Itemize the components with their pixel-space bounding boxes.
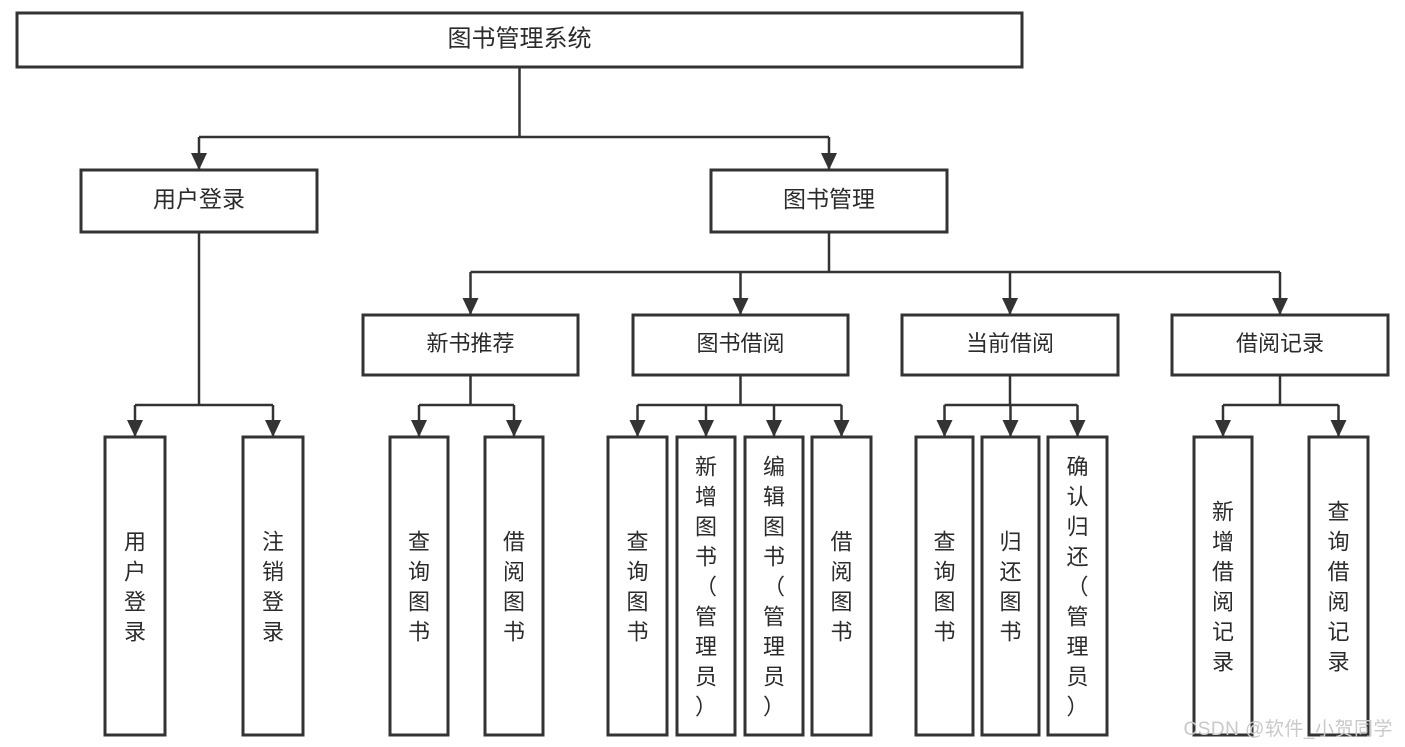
node-borrow-record[interactable]: 借阅记录	[1170, 313, 1390, 377]
node-leaf-add-book[interactable]: 新增图书（管理员）	[675, 435, 737, 737]
node-box	[900, 313, 1120, 377]
node-label: 用户登录	[124, 529, 146, 644]
node-label: 图书管理	[783, 186, 875, 212]
node-leaf-user-login[interactable]: 用户登录	[103, 435, 167, 737]
node-box	[1046, 435, 1109, 737]
node-label: 用户登录	[153, 186, 245, 212]
node-box	[483, 435, 545, 737]
node-box	[743, 435, 805, 737]
node-label: 查询图书	[626, 529, 648, 644]
node-box	[15, 11, 1024, 69]
node-box	[709, 168, 949, 234]
node-label: 图书管理系统	[448, 25, 592, 52]
node-label: 编辑图书（管理员）	[763, 454, 785, 719]
node-label: 查询借阅记录	[1327, 499, 1349, 674]
node-leaf-query-book-1[interactable]: 查询图书	[388, 435, 450, 737]
node-label: 图书借阅	[696, 331, 784, 356]
node-box	[241, 435, 305, 737]
node-book-manage[interactable]: 图书管理	[709, 168, 949, 234]
node-leaf-borrow-book-2[interactable]: 借阅图书	[810, 435, 873, 737]
node-label: 查询图书	[933, 529, 955, 644]
node-label: 注销登录	[262, 529, 284, 644]
node-box	[675, 435, 737, 737]
node-leaf-return-book[interactable]: 归还图书	[980, 435, 1041, 737]
node-leaf-edit-book[interactable]: 编辑图书（管理员）	[743, 435, 805, 737]
connector-layer	[127, 67, 1347, 437]
node-label: 借阅记录	[1236, 331, 1324, 356]
node-leaf-user-logout[interactable]: 注销登录	[241, 435, 305, 737]
node-box	[388, 435, 450, 737]
node-leaf-add-record[interactable]: 新增借阅记录	[1192, 435, 1254, 737]
node-box	[810, 435, 873, 737]
node-box	[980, 435, 1041, 737]
node-label: 借阅图书	[503, 529, 525, 644]
node-box	[914, 435, 975, 737]
node-box	[79, 168, 319, 234]
node-label: 借阅图书	[830, 529, 852, 644]
node-box	[1192, 435, 1254, 737]
node-root[interactable]: 图书管理系统	[15, 11, 1024, 69]
node-layer: 图书管理系统用户登录图书管理新书推荐图书借阅当前借阅借阅记录用户登录注销登录查询…	[15, 11, 1390, 737]
node-box	[631, 313, 850, 377]
node-label: 当前借阅	[966, 331, 1054, 356]
node-box	[1307, 435, 1370, 737]
node-box	[1170, 313, 1390, 377]
node-label: 查询图书	[408, 529, 430, 644]
node-box	[103, 435, 167, 737]
node-leaf-borrow-book-1[interactable]: 借阅图书	[483, 435, 545, 737]
node-label: 归还图书	[999, 529, 1021, 644]
node-label: 新书推荐	[426, 331, 514, 356]
node-book-borrow[interactable]: 图书借阅	[631, 313, 850, 377]
node-leaf-query-book-2[interactable]: 查询图书	[606, 435, 669, 737]
node-leaf-query-record[interactable]: 查询借阅记录	[1307, 435, 1370, 737]
node-label: 新增借阅记录	[1212, 499, 1234, 674]
node-current-borrow[interactable]: 当前借阅	[900, 313, 1120, 377]
node-label: 确认归还（管理员）	[1066, 454, 1088, 719]
node-new-book-recommend[interactable]: 新书推荐	[361, 313, 580, 377]
node-box	[361, 313, 580, 377]
node-box	[606, 435, 669, 737]
node-leaf-confirm-return[interactable]: 确认归还（管理员）	[1046, 435, 1109, 737]
node-user-login[interactable]: 用户登录	[79, 168, 319, 234]
node-leaf-query-book-3[interactable]: 查询图书	[914, 435, 975, 737]
node-label: 新增图书（管理员）	[695, 454, 717, 719]
